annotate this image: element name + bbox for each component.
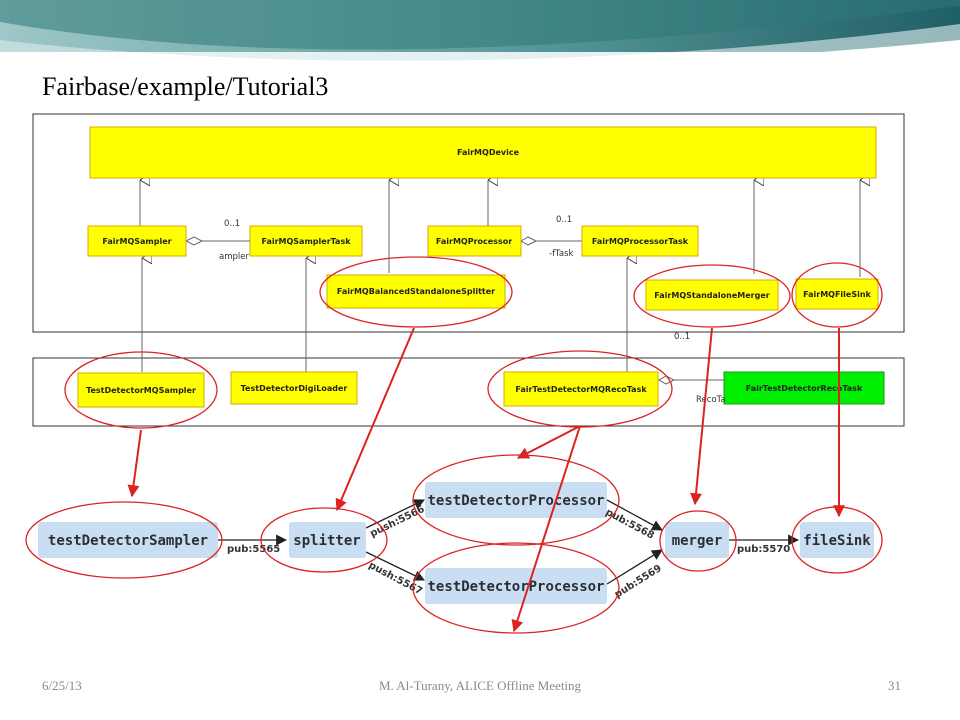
class-fairtestdetectormqrecotask: FairTestDetectorMQRecoTask xyxy=(503,371,659,407)
class-fairmqsamplertask: FairMQSamplerTask xyxy=(249,225,363,257)
class-fairmqbalancedstandalonesplitter: FairMQBalancedStandaloneSplitter xyxy=(326,274,506,309)
slide-title: Fairbase/example/Tutorial3 xyxy=(42,72,329,101)
svg-text:testDetectorSampler: testDetectorSampler xyxy=(48,533,208,549)
role-processor: -fTask xyxy=(549,249,573,259)
svg-text:TestDetectorDigiLoader: TestDetectorDigiLoader xyxy=(241,384,348,393)
mult-processor-task: 0..1 xyxy=(556,215,572,225)
map-arrow-processor-bottom xyxy=(511,425,581,633)
footer-page-number: 31 xyxy=(888,678,901,693)
highlight-splitter-node xyxy=(260,507,388,573)
mult-merger-below: 0..1 xyxy=(674,332,690,342)
svg-text:FairMQProcessorTask: FairMQProcessorTask xyxy=(592,237,689,246)
svg-text:testDetectorProcessor: testDetectorProcessor xyxy=(427,579,604,595)
svg-text:FairMQStandaloneMerger: FairMQStandaloneMerger xyxy=(654,291,769,300)
highlight-splitter-class xyxy=(319,256,513,328)
edge-label-sampler-splitter: pub:5565 xyxy=(227,544,280,555)
highlight-processor-top-node xyxy=(412,454,620,546)
class-fairtestdetectorrecotask: FairTestDetectorRecoTask xyxy=(723,371,885,405)
svg-text:fileSink: fileSink xyxy=(803,533,871,549)
map-arrow-merger xyxy=(690,327,713,506)
node-testdetectorprocessor-top: testDetectorProcessor xyxy=(425,482,607,518)
highlight-sampler-node xyxy=(25,501,223,579)
class-fairmqprocessor: FairMQProcessor xyxy=(427,225,522,257)
svg-text:FairMQDevice: FairMQDevice xyxy=(457,148,520,157)
edge-line-proc-top-merger xyxy=(606,499,663,531)
highlight-filesink-class xyxy=(791,262,883,328)
svg-text:FairMQSampler: FairMQSampler xyxy=(102,237,171,246)
role-sampler: ampler xyxy=(219,252,249,262)
highlight-merger-node xyxy=(659,510,737,572)
node-testdetectorsampler: testDetectorSampler xyxy=(38,522,218,558)
svg-text:splitter: splitter xyxy=(293,533,360,549)
highlight-test-sampler-class xyxy=(64,351,218,429)
svg-text:FairMQBalancedStandaloneSplitt: FairMQBalancedStandaloneSplitter xyxy=(337,287,495,296)
class-testdetectordigiloader: TestDetectorDigiLoader xyxy=(230,371,358,405)
header-banner xyxy=(0,0,960,70)
edge-label-merger-sink: pub:5570 xyxy=(737,544,790,555)
svg-text:FairTestDetectorMQRecoTask: FairTestDetectorMQRecoTask xyxy=(515,385,647,394)
edge-line-splitter-proc-top xyxy=(365,499,425,529)
class-fairmqdevice: FairMQDevice xyxy=(89,126,877,179)
node-filesink: fileSink xyxy=(800,522,874,558)
footer-presenter: M. Al-Turany, ALICE Offline Meeting xyxy=(378,678,582,693)
class-fairmqstandalonemerger: FairMQStandaloneMerger xyxy=(645,279,779,311)
class-fairmqprocessortask: FairMQProcessorTask xyxy=(581,225,699,257)
map-arrow-sampler xyxy=(127,429,142,498)
node-merger: merger xyxy=(665,522,729,558)
svg-text:FairMQFileSink: FairMQFileSink xyxy=(803,290,871,299)
edge-label-proc-bottom-merger: pub:5569 xyxy=(613,563,664,601)
map-arrow-processor-top xyxy=(516,425,581,459)
uml-base-frame xyxy=(32,113,905,333)
svg-text:FairMQProcessor: FairMQProcessor xyxy=(436,237,512,246)
node-splitter: splitter xyxy=(289,522,366,558)
svg-text:merger: merger xyxy=(672,533,723,549)
footer-date: 6/25/13 xyxy=(42,678,82,693)
node-testdetectorprocessor-bottom: testDetectorProcessor xyxy=(425,568,607,604)
svg-text:FairMQSamplerTask: FairMQSamplerTask xyxy=(261,237,351,246)
uml-derived-frame xyxy=(32,357,905,427)
map-arrow-splitter xyxy=(335,327,415,512)
edge-label-splitter-proc-top: push:5566 xyxy=(368,504,426,540)
class-fairmqsampler: FairMQSampler xyxy=(87,225,187,257)
highlight-processor-bottom-node xyxy=(412,542,620,634)
role-reco: RecoTa xyxy=(696,395,726,405)
class-testdetectormqsampler: TestDetectorMQSampler xyxy=(77,372,205,408)
edge-line-splitter-proc-bottom xyxy=(365,551,425,581)
mult-sampler-task: 0..1 xyxy=(224,219,240,229)
highlight-merger-class xyxy=(633,264,791,328)
svg-text:TestDetectorMQSampler: TestDetectorMQSampler xyxy=(86,386,196,395)
svg-text:testDetectorProcessor: testDetectorProcessor xyxy=(427,493,604,509)
class-fairmqfilesink: FairMQFileSink xyxy=(795,278,879,310)
svg-text:FairTestDetectorRecoTask: FairTestDetectorRecoTask xyxy=(746,384,863,393)
